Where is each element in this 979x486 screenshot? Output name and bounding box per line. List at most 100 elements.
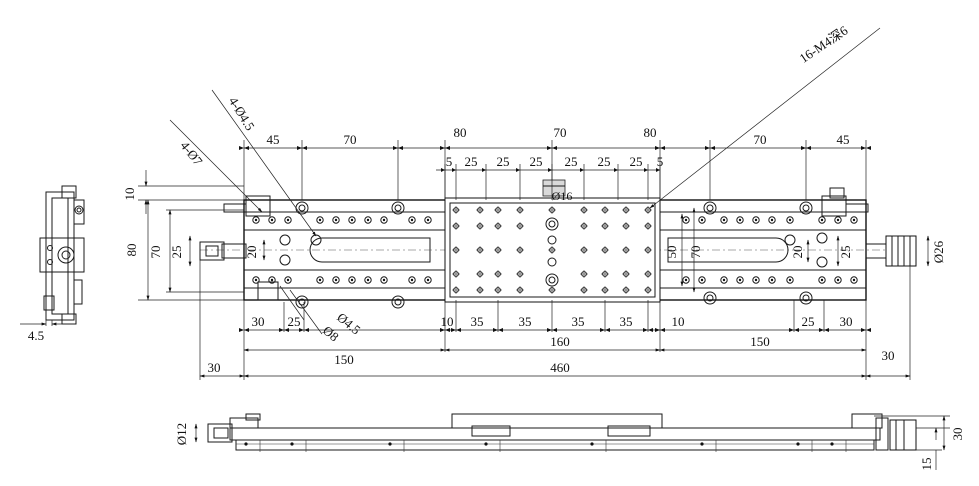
dim-b-460: 460	[550, 360, 570, 375]
rail-hole-center	[350, 278, 354, 282]
dim-left-10: 10	[122, 188, 137, 201]
rail-hole-center	[426, 218, 430, 222]
label-4-d7: 4-Ø7	[177, 138, 206, 169]
rail-hole	[818, 276, 826, 284]
rail-hole-center	[836, 278, 840, 282]
rail-hole-center	[684, 218, 688, 222]
rail-hole-center	[770, 218, 774, 222]
dim-right-20: 20	[790, 246, 805, 259]
dim-arrow	[299, 328, 304, 332]
rail-hole-center	[270, 278, 274, 282]
dim-arrow	[789, 328, 794, 332]
dim-left-80: 80	[124, 244, 139, 257]
rail-hole	[736, 216, 744, 224]
rail-hole-center	[684, 278, 688, 282]
dim-b-30-left: 30	[252, 314, 265, 329]
dim-arrow	[866, 328, 871, 332]
rail-hole-center	[270, 218, 274, 222]
rail-hole-center	[254, 278, 258, 282]
rail-hole	[316, 276, 324, 284]
rail-hole	[284, 216, 292, 224]
dim-arrow	[304, 328, 309, 332]
dim-arrow	[498, 328, 503, 332]
rail-hole-center	[738, 218, 742, 222]
dim-arrow	[861, 146, 866, 150]
front-view: Ø12 30 15	[174, 413, 965, 471]
dim-b-30-left-outer: 30	[208, 360, 221, 375]
rail-hole-center	[700, 278, 704, 282]
dim-arrow	[239, 146, 244, 150]
dim-arrow	[600, 328, 605, 332]
dim-arrow	[655, 328, 660, 332]
dim-arrow	[440, 328, 445, 332]
front-dot	[590, 442, 594, 446]
rail-holes	[252, 216, 858, 284]
rail-hole	[408, 216, 416, 224]
dim-left-70: 70	[148, 246, 163, 259]
rail-hole	[424, 276, 432, 284]
dim-b-25-right: 25	[802, 314, 815, 329]
dim-front-15: 15	[919, 458, 934, 471]
dim-top-70-left: 70	[344, 132, 357, 147]
dim-b-35-3: 35	[572, 314, 585, 329]
dim-b-150-right: 150	[750, 334, 770, 349]
dim-arrow	[547, 328, 552, 332]
dim-arrow	[441, 168, 445, 172]
front-dot	[290, 442, 294, 446]
rail-hole	[408, 276, 416, 284]
rail-hole-center	[700, 218, 704, 222]
rail-hole-center	[410, 218, 414, 222]
dim-pitch-25-4: 25	[565, 154, 578, 169]
dim-arrow	[824, 328, 829, 332]
rail-hole	[786, 216, 794, 224]
dim-side-width: 4.5	[28, 328, 44, 343]
rail-hole	[786, 276, 794, 284]
rail-hole-center	[852, 218, 856, 222]
rail-hole-center	[334, 278, 338, 282]
rail-hole	[768, 276, 776, 284]
rail-hole-center	[788, 278, 792, 282]
rail-hole	[720, 216, 728, 224]
dim-right-50: 50	[664, 246, 679, 259]
top-view	[199, 179, 917, 309]
dim-b-35-2: 35	[519, 314, 532, 329]
rail-hole	[364, 216, 372, 224]
dim-arrow	[861, 328, 866, 332]
rail-hole	[850, 216, 858, 224]
rail-hole	[818, 216, 826, 224]
rail-hole-center	[820, 278, 824, 282]
rail-hole	[768, 216, 776, 224]
dim-arrow	[580, 168, 584, 172]
dim-arrow	[547, 146, 552, 150]
dim-arrow	[801, 146, 806, 150]
dim-arrow	[279, 328, 284, 332]
rail-hole-center	[286, 278, 290, 282]
dim-arrow	[239, 328, 244, 332]
dim-b-160: 160	[550, 334, 570, 349]
dim-arrow	[710, 146, 715, 150]
dim-b-30-right-outer: 30	[882, 348, 895, 363]
label-4-d45: 4-Ø4.5	[226, 94, 258, 133]
dim-b-25-left: 25	[288, 314, 301, 329]
rail-hole	[348, 216, 356, 224]
table-holes	[452, 206, 652, 294]
rail-hole-center	[722, 278, 726, 282]
rail-hole	[752, 276, 760, 284]
rail-hole-center	[318, 218, 322, 222]
dim-pitch-5-right: 5	[657, 154, 664, 169]
dim-front-30: 30	[950, 428, 965, 441]
rail-hole-center	[366, 218, 370, 222]
dim-pitch-25-3: 25	[530, 154, 543, 169]
dim-arrow	[493, 328, 498, 332]
rail-hole	[720, 276, 728, 284]
dim-arrow	[284, 328, 289, 332]
dim-right-25: 25	[838, 246, 853, 259]
rail-hole	[380, 216, 388, 224]
dim-pitch-25-6: 25	[630, 154, 643, 169]
dim-right-70: 70	[688, 246, 703, 259]
dim-arrow	[452, 168, 456, 172]
rail-hole	[834, 276, 842, 284]
dim-arrow	[866, 146, 871, 150]
dim-b-35-1: 35	[471, 314, 484, 329]
rail-hole	[850, 276, 858, 284]
